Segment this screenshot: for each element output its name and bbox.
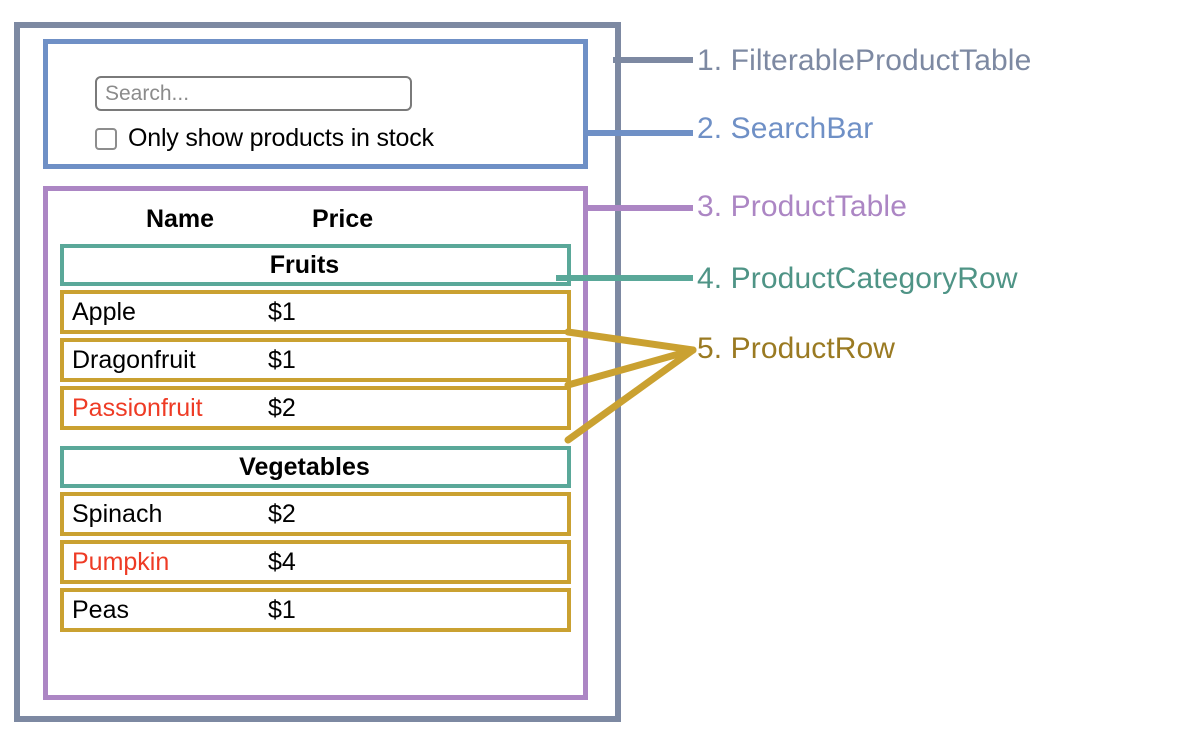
legend-label: ProductRow: [722, 332, 896, 365]
legend-number: 2.: [697, 112, 723, 145]
legend-number: 4.: [697, 262, 723, 295]
column-header-price: Price: [312, 204, 374, 233]
product-price: $4: [268, 547, 296, 576]
only-in-stock-checkbox[interactable]: [95, 127, 117, 150]
search-input[interactable]: [95, 76, 412, 111]
product-row: Dragonfruit $1: [60, 338, 571, 382]
product-name: Pumpkin: [72, 547, 170, 576]
product-row: Pumpkin $4: [60, 540, 571, 584]
product-category-label: Fruits: [269, 250, 340, 279]
row-gap: [60, 434, 571, 446]
legend-item-searchbar: 2. SearchBar: [697, 112, 873, 146]
product-price: $1: [268, 345, 296, 374]
product-category-row: Fruits: [60, 244, 571, 286]
legend-label: SearchBar: [722, 112, 874, 145]
product-name: Peas: [72, 595, 129, 624]
column-header-name: Name: [145, 204, 215, 233]
legend-number: 3.: [697, 190, 723, 223]
only-in-stock-label: Only show products in stock: [128, 124, 434, 152]
legend-label: ProductCategoryRow: [722, 262, 1018, 295]
product-name: Dragonfruit: [72, 345, 196, 374]
product-name: Spinach: [72, 499, 163, 528]
legend-item-productcategoryrow: 4. ProductCategoryRow: [697, 262, 1018, 296]
legend-label: FilterableProductTable: [722, 44, 1032, 77]
product-category-label: Vegetables: [239, 452, 370, 481]
product-row: Passionfruit $2: [60, 386, 571, 430]
stock-filter-row[interactable]: Only show products in stock: [95, 124, 434, 153]
product-row: Apple $1: [60, 290, 571, 334]
table-header-row: Name Price: [60, 197, 571, 241]
legend-label: ProductTable: [722, 190, 907, 223]
product-row: Spinach $2: [60, 492, 571, 536]
product-price: $1: [268, 595, 296, 624]
product-row: Peas $1: [60, 588, 571, 632]
product-price: $2: [268, 499, 296, 528]
legend-item-productrow: 5. ProductRow: [697, 332, 895, 366]
product-name: Apple: [72, 297, 136, 326]
legend-number: 5.: [697, 332, 723, 365]
product-price: $2: [268, 393, 296, 422]
product-category-row: Vegetables: [60, 446, 571, 488]
legend-number: 1.: [697, 44, 723, 77]
product-name: Passionfruit: [72, 393, 203, 422]
product-price: $1: [268, 297, 296, 326]
legend-item-producttable: 3. ProductTable: [697, 190, 907, 224]
legend-item-filterableproducttable: 1. FilterableProductTable: [697, 44, 1031, 78]
search-bar-frame: Only show products in stock: [43, 39, 588, 169]
